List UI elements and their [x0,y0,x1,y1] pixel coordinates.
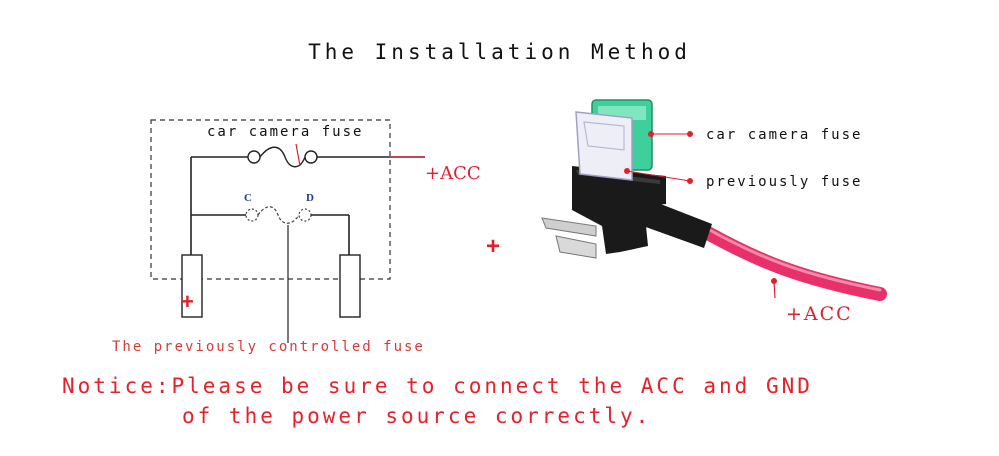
photo-plus-sign: + [486,233,501,260]
cable-sleeve [632,196,712,248]
schematic-plus-sign: + [181,289,194,314]
schematic-fuse-label: car camera fuse [207,124,364,140]
pink-wire [699,225,887,301]
schematic-acc-label: +ACC [425,163,481,184]
fuse-tap-illustration [541,99,887,301]
photo-acc-callout: +ACC [786,303,853,325]
white-fuse [575,111,633,181]
controlled-fuse-label: The previously controlled fuse [112,339,425,355]
metal-prongs [541,217,597,259]
schematic-circuit [150,119,425,343]
fuse-holder-body [572,166,666,254]
photo-camera-fuse-callout: car camera fuse [706,127,863,143]
notice-line-1: Notice:Please be sure to connect the ACC… [62,374,813,398]
terminal-right [339,254,361,318]
page-title: The Installation Method [308,40,691,64]
notice-line-2: of the power source correctly. [182,404,652,428]
camera-fuse-symbol [247,143,318,168]
controlled-fuse-symbol [245,206,312,224]
photo-previously-fuse-callout: previously fuse [706,174,863,190]
terminal-left [181,254,203,318]
terminal-c-label: C [244,192,252,204]
terminal-d-label: D [306,192,314,204]
fuse-box-dashed-border [150,119,391,280]
